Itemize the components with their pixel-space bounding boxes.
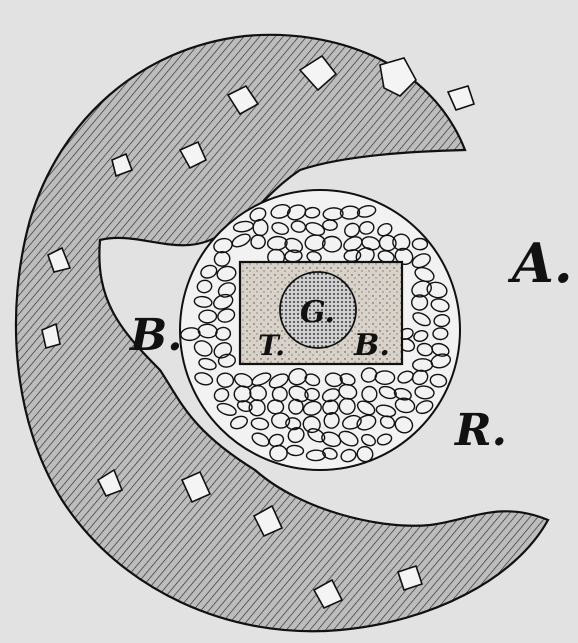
- label-b-left: B.: [128, 310, 183, 361]
- label-b-inner: B.: [353, 328, 390, 363]
- label-r: R.: [453, 405, 507, 456]
- label-g: G.: [300, 295, 335, 330]
- label-t: T.: [258, 329, 285, 362]
- label-a: A.: [507, 231, 573, 295]
